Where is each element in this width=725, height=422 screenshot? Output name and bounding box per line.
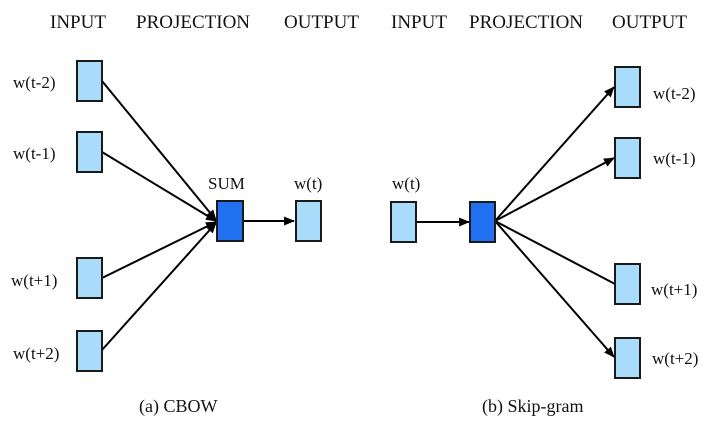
- skipgram-output-box-t-2: [614, 66, 641, 108]
- cbow-header-projection: PROJECTION: [136, 12, 250, 33]
- skipgram-edge-t-2: [494, 86, 615, 222]
- cbow-header-output: OUTPUT: [284, 12, 359, 33]
- cbow-input-box-t-1: [76, 131, 103, 173]
- cbow-header-input: INPUT: [50, 12, 106, 33]
- skipgram-edge-t-1: [494, 157, 615, 222]
- cbow-edge-t-2: [101, 80, 217, 221]
- skipgram-edge-t+1: [494, 220, 616, 285]
- skipgram-output-box-t+1: [614, 263, 641, 305]
- cbow-panel: INPUT PROJECTION OUTPUT w(t-2) w(t-1) w(…: [11, 12, 359, 417]
- cbow-input-box-t+2: [76, 330, 103, 372]
- skipgram-edge-t+2: [494, 220, 615, 358]
- skipgram-header-projection: PROJECTION: [469, 12, 583, 33]
- skipgram-panel: INPUT PROJECTION OUTPUT w(t) w(t-2) w(t-…: [390, 12, 698, 417]
- skipgram-output-box-t-1: [614, 137, 641, 179]
- cbow-input-label-t-2: w(t-2): [13, 73, 55, 92]
- cbow-projection-label: SUM: [208, 174, 245, 193]
- skipgram-header-output: OUTPUT: [612, 12, 687, 33]
- skipgram-header-input: INPUT: [391, 12, 447, 33]
- cbow-edge-t+2: [101, 222, 217, 351]
- skipgram-output-label-t+1: w(t+1): [651, 280, 697, 299]
- cbow-projection-box: [216, 200, 244, 242]
- cbow-input-box-t+1: [76, 257, 103, 299]
- skipgram-output-label-t-2: w(t-2): [653, 84, 695, 103]
- skipgram-input-label: w(t): [392, 174, 420, 193]
- cbow-edge-t+1: [101, 221, 217, 279]
- cbow-output-label: w(t): [294, 174, 322, 193]
- cbow-output-box: [295, 200, 322, 242]
- cbow-input-box-t-2: [76, 60, 103, 102]
- skipgram-projection-box: [469, 201, 496, 243]
- cbow-caption: (a) CBOW: [139, 396, 217, 417]
- skipgram-caption: (b) Skip-gram: [482, 396, 583, 417]
- skipgram-output-label-t-1: w(t-1): [653, 149, 695, 168]
- skipgram-output-label-t+2: w(t+2): [652, 349, 698, 368]
- skipgram-output-box-t+2: [614, 337, 641, 379]
- cbow-edge-t-1: [101, 151, 217, 222]
- cbow-input-label-t+2: w(t+2): [13, 344, 59, 363]
- cbow-input-label-t+1: w(t+1): [11, 271, 57, 290]
- skipgram-input-box: [390, 201, 417, 243]
- cbow-input-label-t-1: w(t-1): [13, 144, 55, 163]
